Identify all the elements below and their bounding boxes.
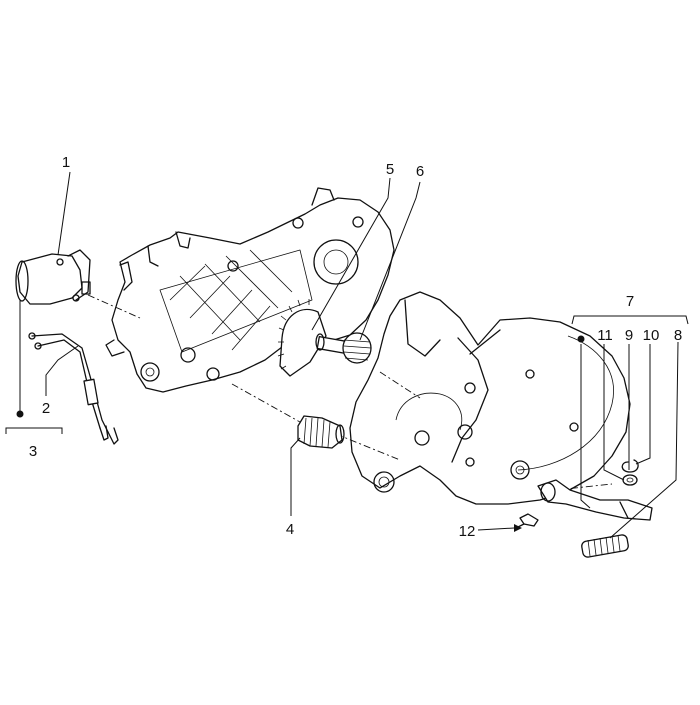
washer xyxy=(622,474,638,486)
return-spring xyxy=(342,332,372,364)
callout-leaders xyxy=(5,171,689,539)
callout-3: 3 xyxy=(29,443,37,460)
leader-1 xyxy=(57,171,71,256)
callout-labels: 1 2 3 4 5 6 7 8 9 10 11 12 xyxy=(29,154,682,540)
leader-4 xyxy=(290,437,301,516)
callout-7: 7 xyxy=(626,293,634,310)
leader-lever-stem xyxy=(580,344,591,509)
starter-motor xyxy=(15,249,91,305)
circlip xyxy=(621,459,639,473)
callout-12: 12 xyxy=(459,523,476,540)
leader-2 xyxy=(45,345,79,396)
transmission-cover xyxy=(349,291,631,505)
bolt xyxy=(515,513,539,529)
callout-6: 6 xyxy=(416,163,424,180)
leader-8 xyxy=(609,341,679,539)
callout-1: 1 xyxy=(62,154,70,171)
leader-5 xyxy=(311,177,391,331)
callout-10: 10 xyxy=(643,327,660,344)
leader-12 xyxy=(477,527,515,531)
callout-11: 11 xyxy=(597,327,613,344)
pedal-rubber xyxy=(581,534,629,558)
leader-lever-dot xyxy=(577,335,585,343)
starter-pinion xyxy=(297,415,345,449)
callout-8: 8 xyxy=(674,327,682,344)
leader-3-dot xyxy=(16,410,24,418)
leader-6 xyxy=(359,181,421,341)
callout-9: 9 xyxy=(625,327,633,344)
callout-5: 5 xyxy=(386,161,394,178)
callout-4: 4 xyxy=(286,521,294,538)
leader-10 xyxy=(635,344,651,465)
wiring-harness xyxy=(28,332,119,445)
leader-11 xyxy=(603,344,625,481)
kickstart-lever xyxy=(537,479,653,521)
callout-2: 2 xyxy=(42,400,50,417)
bracket-3 xyxy=(5,427,63,434)
engine-crankcase xyxy=(105,187,395,393)
bracket-7 xyxy=(571,315,689,325)
assembly-axis-lines xyxy=(87,294,613,491)
